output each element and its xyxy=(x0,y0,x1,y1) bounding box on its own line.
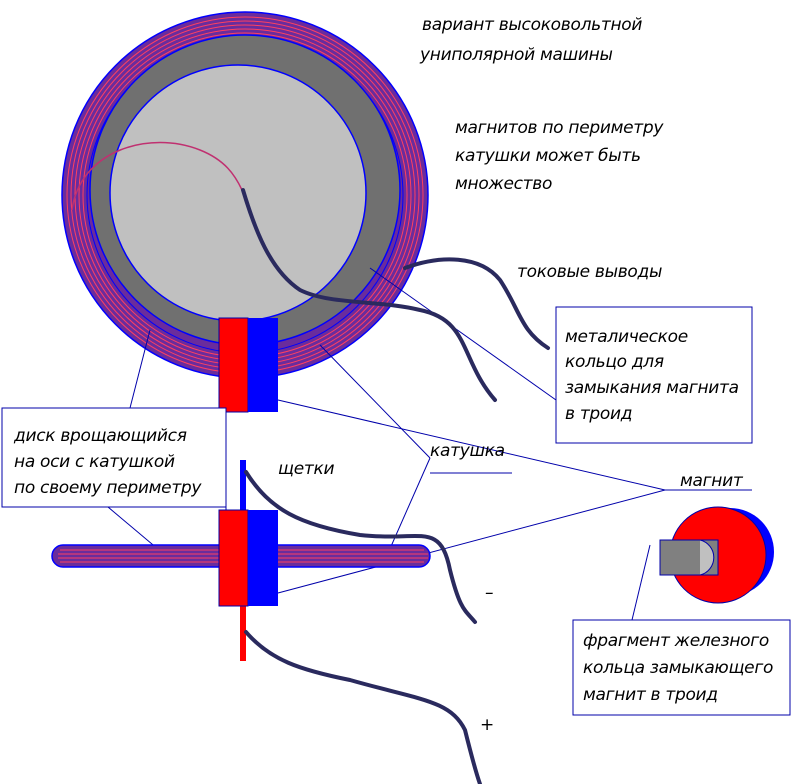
ring-line3: замыкания магнита xyxy=(565,378,739,398)
iron-ring-fragment xyxy=(659,506,774,604)
rotating-disk xyxy=(109,64,367,322)
title-line1: вариант высоковольтной xyxy=(422,15,642,35)
ring-line1: металическое xyxy=(565,327,688,347)
bottom-magnet-south xyxy=(248,510,278,606)
minus-sign: – xyxy=(485,583,493,603)
fragment-line1: фрагмент железного xyxy=(583,631,769,651)
disk-line3: по своему периметру xyxy=(14,478,202,498)
bottom-magnet-north xyxy=(218,509,249,607)
magnet-label: магнит xyxy=(680,471,744,491)
current-leads-label: токовые выводы xyxy=(517,262,662,282)
plus-sign: + xyxy=(480,715,494,735)
coil-lead-wire xyxy=(71,141,243,211)
disk-label-box xyxy=(1,407,227,508)
fragment-line2: кольца замыкающего xyxy=(583,658,773,678)
shaft-lower xyxy=(240,606,246,661)
note-line3: множество xyxy=(455,174,552,194)
disk-line2: на оси с катушкой xyxy=(14,452,175,472)
ring-line4: в троид xyxy=(565,404,632,424)
shaft-upper xyxy=(240,460,246,510)
note-line2: катушки может быть xyxy=(455,146,641,166)
fragment-label-box xyxy=(572,619,791,716)
coil-label: катушка xyxy=(430,441,505,461)
top-magnet-north xyxy=(218,317,249,413)
note-line1: магнитов по периметру xyxy=(455,118,664,138)
ring-label-box xyxy=(555,306,753,444)
top-magnet-south xyxy=(248,318,278,412)
brushes-label: щетки xyxy=(278,459,334,479)
fragment-line3: магнит в троид xyxy=(583,685,718,705)
disk-line1: диск врощающийся xyxy=(13,426,187,446)
ring-line2: кольцо для xyxy=(565,352,664,372)
title-line2: униполярной машины xyxy=(419,45,613,65)
current-lead-wires xyxy=(241,188,550,784)
